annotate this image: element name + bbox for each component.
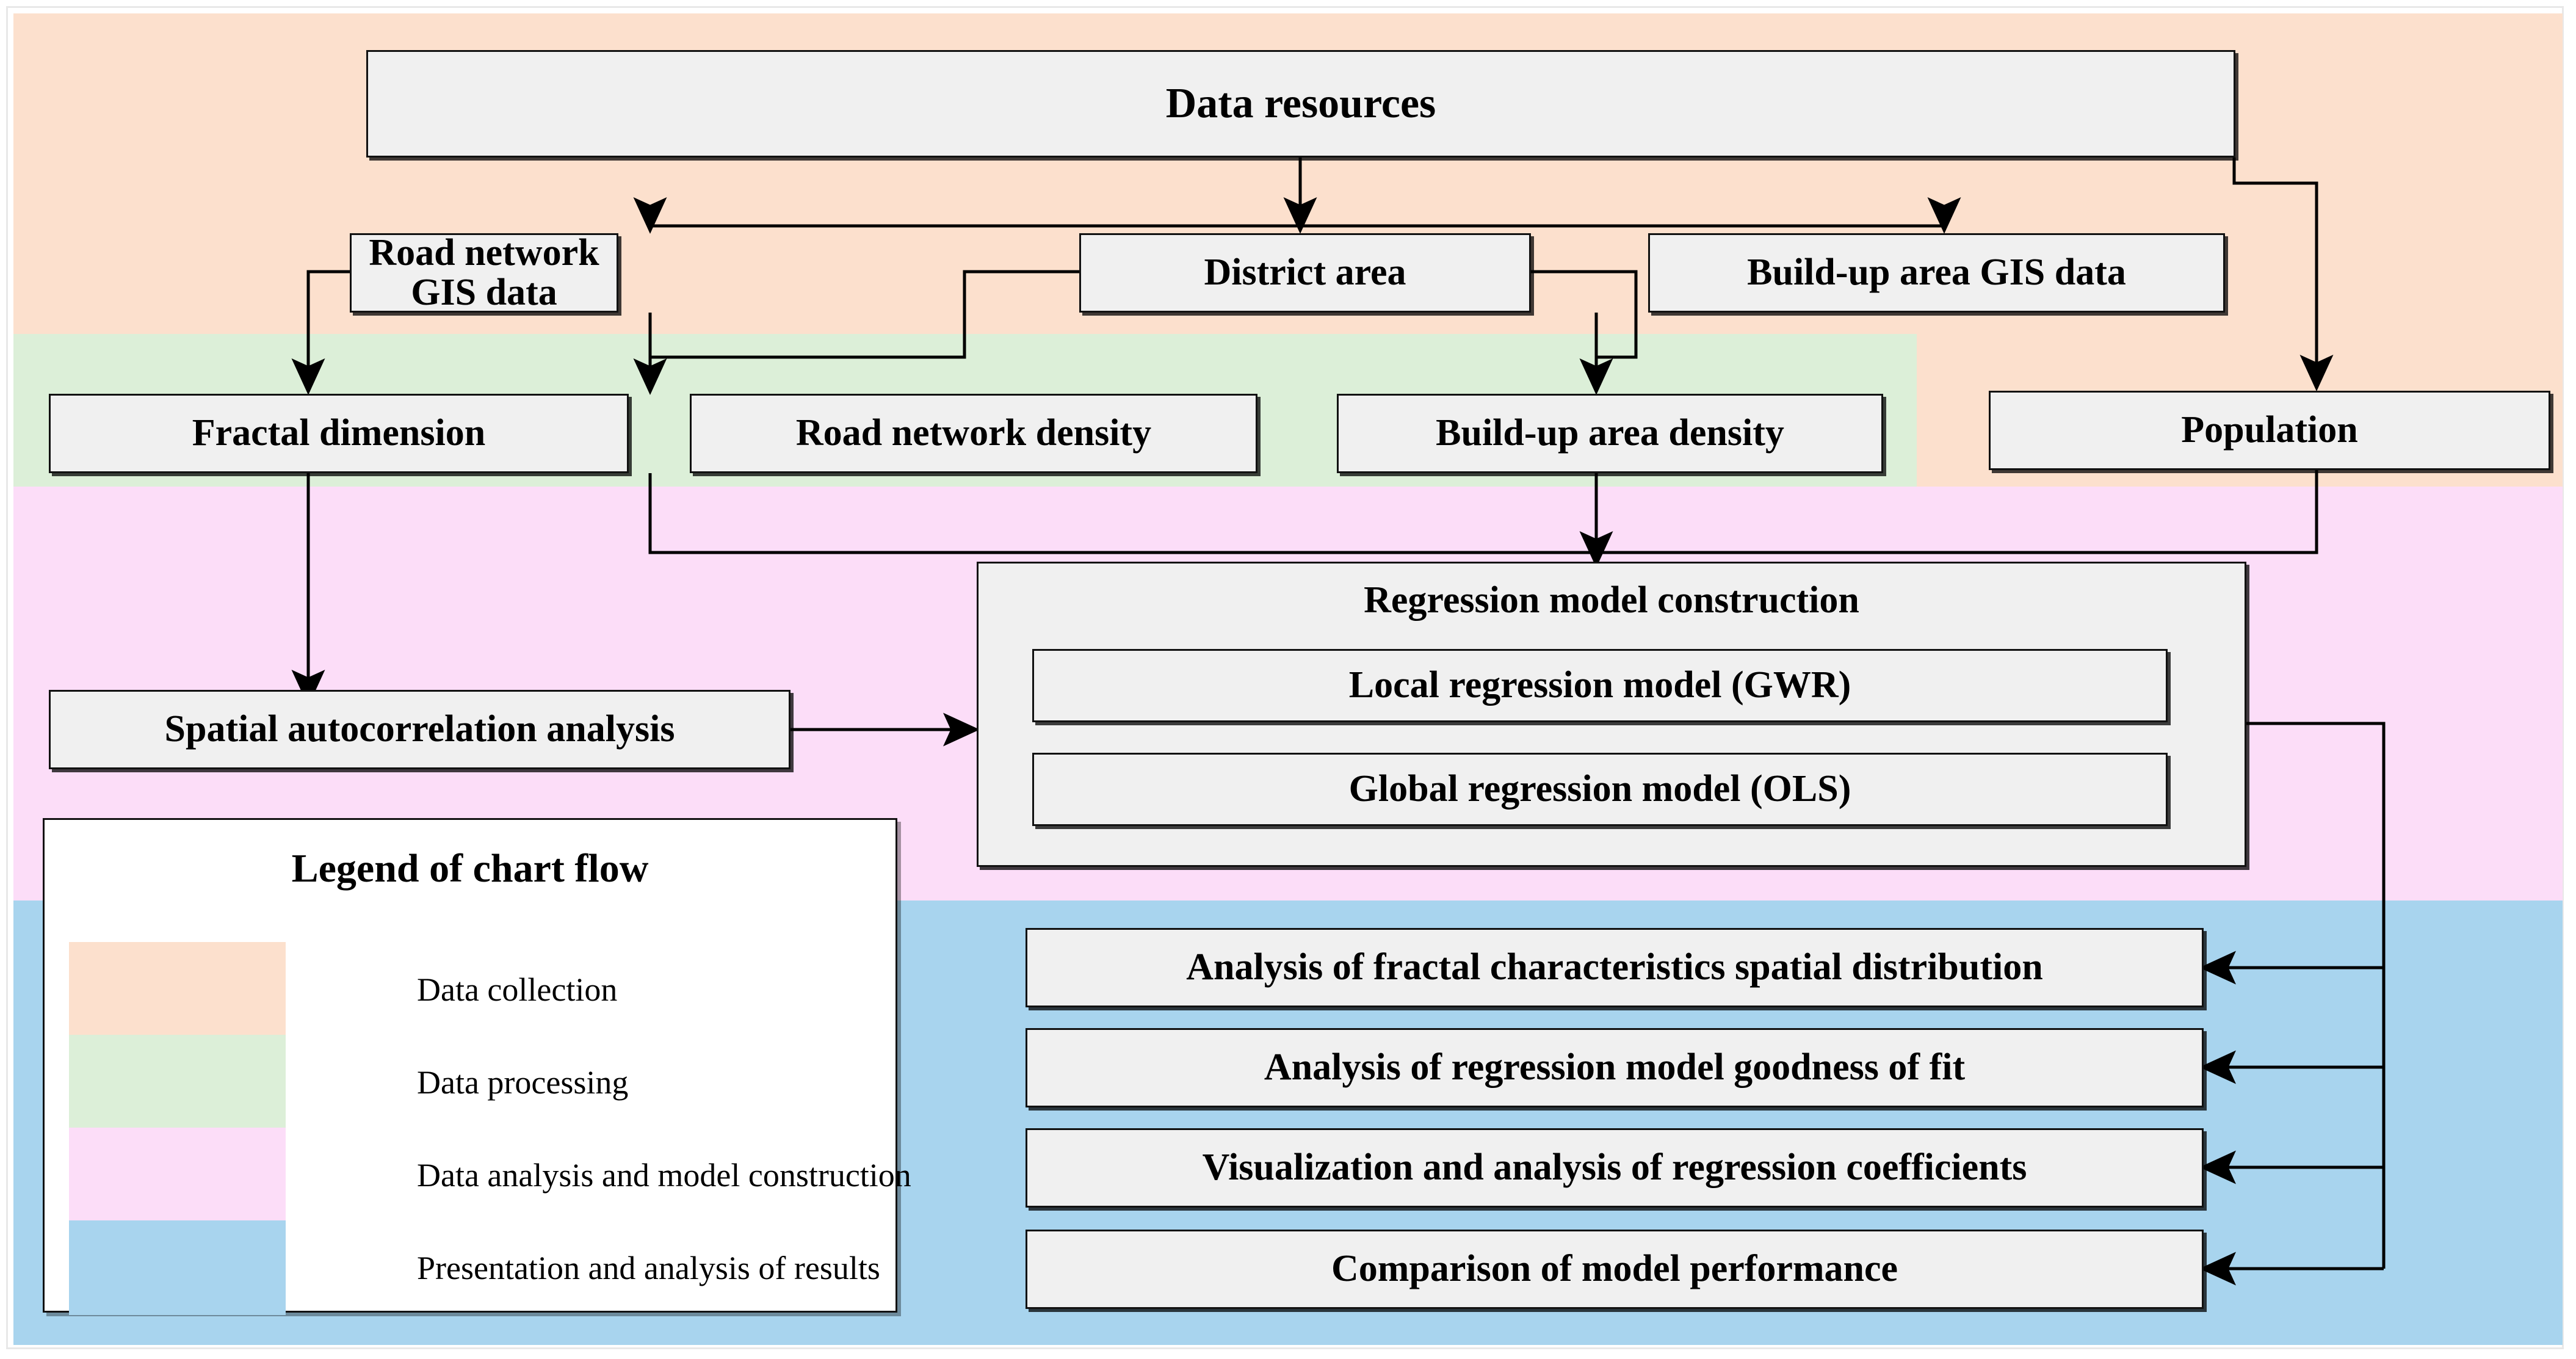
node-data-resources[interactable]: Data resources <box>366 50 2235 158</box>
legend-swatch-data-collection <box>69 942 286 1037</box>
legend-item-data-processing: Data processing <box>69 1035 628 1129</box>
legend-label: Data collection <box>417 971 618 1008</box>
node-district-area[interactable]: District area <box>1079 233 1531 313</box>
node-global-regression-model-ols[interactable]: Global regression model (OLS) <box>1032 753 2168 826</box>
node-result-fractal-spatial-distribution[interactable]: Analysis of fractal characteristics spat… <box>1026 928 2204 1007</box>
node-label: Analysis of regression model goodness of… <box>1264 1046 1966 1089</box>
node-label: Local regression model (GWR) <box>1348 664 1851 706</box>
node-result-model-performance[interactable]: Comparison of model performance <box>1026 1230 2204 1309</box>
legend-item-data-collection: Data collection <box>69 942 617 1037</box>
node-label: Road network density <box>795 412 1152 454</box>
legend-label: Data analysis and model construction <box>417 1156 911 1194</box>
node-label: District area <box>1204 252 1406 294</box>
node-label: Population <box>2181 409 2358 451</box>
node-label: Visualization and analysis of regression… <box>1202 1147 2027 1189</box>
node-fractal-dimension[interactable]: Fractal dimension <box>49 394 629 473</box>
node-label: Data resources <box>1165 80 1436 128</box>
node-buildup-area-density[interactable]: Build-up area density <box>1337 394 1883 473</box>
node-label: Global regression model (OLS) <box>1348 768 1851 810</box>
legend-swatch-data-processing <box>69 1035 286 1129</box>
legend-swatch-results <box>69 1220 286 1315</box>
legend-item-results: Presentation and analysis of results <box>69 1220 880 1315</box>
legend-label: Data processing <box>417 1064 629 1101</box>
node-label: Road network GIS data <box>369 231 599 313</box>
legend-item-data-analysis: Data analysis and model construction <box>69 1128 911 1222</box>
node-label: Comparison of model performance <box>1331 1248 1898 1290</box>
node-label: Fractal dimension <box>192 412 486 454</box>
node-result-regression-goodness-of-fit[interactable]: Analysis of regression model goodness of… <box>1026 1028 2204 1107</box>
node-buildup-area-gis-data[interactable]: Build-up area GIS data <box>1648 233 2225 313</box>
node-population[interactable]: Population <box>1989 391 2550 470</box>
node-label: Analysis of fractal characteristics spat… <box>1186 946 2043 988</box>
group-title: Regression model construction <box>1364 579 1859 621</box>
node-road-network-density[interactable]: Road network density <box>690 394 1257 473</box>
legend-title: Legend of chart flow <box>291 846 649 891</box>
node-local-regression-model-gwr[interactable]: Local regression model (GWR) <box>1032 649 2168 722</box>
node-road-network-gis-data[interactable]: Road network GIS data <box>350 233 618 313</box>
node-regression-model-construction[interactable]: Regression model construction Local regr… <box>977 562 2246 867</box>
node-result-regression-coefficients[interactable]: Visualization and analysis of regression… <box>1026 1128 2204 1208</box>
node-spatial-autocorrelation-analysis[interactable]: Spatial autocorrelation analysis <box>49 690 791 769</box>
node-label: Spatial autocorrelation analysis <box>164 708 675 750</box>
legend-swatch-data-analysis <box>69 1128 286 1222</box>
node-label: Build-up area GIS data <box>1747 252 2126 294</box>
legend-label: Presentation and analysis of results <box>417 1249 880 1286</box>
legend-panel: Legend of chart flow Data collection Dat… <box>43 818 911 1315</box>
node-label: Build-up area density <box>1436 412 1784 454</box>
